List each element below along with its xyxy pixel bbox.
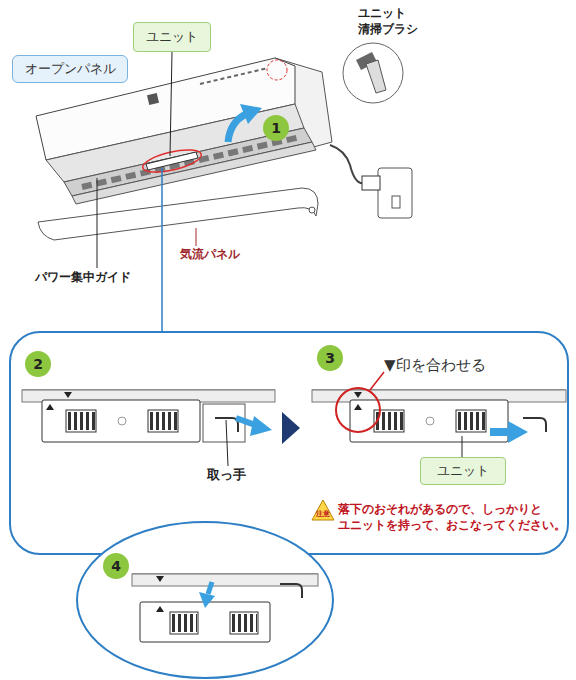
drop-arrow [208,582,212,594]
callout-number: 4 [103,553,129,579]
unit-highlight [141,145,204,176]
leader-line [97,178,98,268]
caution-icon [312,500,334,520]
unit-mark [46,404,54,410]
vent-group [230,612,258,634]
node-text: オープンパネル [25,60,116,78]
frame-mark [64,392,72,398]
step-arrow [282,412,300,444]
callout-number: 2 [25,351,51,377]
pull-arrow-head [508,421,528,443]
power-cord [330,145,364,183]
unit-mark [156,606,164,612]
open-arrow-head [240,104,262,124]
frame-mark [354,392,362,398]
vent-bars [150,412,177,430]
drop-arrow-head [199,592,215,608]
unit-body [42,400,200,442]
part-name-box: ユニット [133,22,211,52]
part-name: ユニット 清掃ブラシ [358,6,424,37]
part-name: 気流パネル [180,247,240,263]
caution-note: 落下のおそれがあるので、しっかりと ユニットを持って、おこなってください。 [338,502,570,533]
vent-group [66,410,96,432]
zoom-line [161,168,163,333]
open-arrow [228,114,246,142]
panel-knob [309,207,315,213]
caution-word: 注意 [313,510,333,518]
unit-logo [426,417,434,425]
handle [523,418,546,432]
unit-logo [118,417,126,425]
part-name: パワー集中ガイド [35,270,131,286]
vent-bars [232,614,257,632]
outlet-switch [392,196,400,208]
brush-spot [267,60,287,80]
pull-arrow-head [250,416,272,436]
plug [362,176,380,190]
node-text: ユニット [437,462,489,480]
callout-number: 3 [317,345,343,371]
vent-group [456,410,486,432]
vent-bars [172,614,197,632]
brush-handle [366,60,386,93]
unit-body [350,400,508,442]
airflow-panel-shape [38,188,318,240]
handle-plate [203,404,245,442]
vent-bars [68,412,95,430]
unit-shape [146,152,198,170]
step4-figure [132,574,318,642]
brush-zoom [343,43,403,103]
vents [82,137,300,187]
leader-line [226,420,228,466]
frame-mark [156,576,164,582]
step3-figure [312,372,566,457]
part-name-box: オープンパネル [12,55,128,83]
mark-highlight [336,388,380,432]
vent-bars [458,412,485,430]
callout-number: 1 [263,115,289,141]
part-name: 取っ手 [207,467,246,484]
vent-group [170,612,198,634]
leader-line [462,436,463,457]
step2-figure [22,390,275,466]
detail-ellipse [77,522,333,678]
leader-line [370,372,384,390]
outlet [378,168,412,218]
leader-line [196,228,197,246]
node-text: ユニット [146,28,198,46]
buttons [200,68,268,84]
leader-line [170,52,172,156]
logo [147,93,159,105]
handle [280,584,302,598]
vent-group [374,410,404,432]
vent-group [148,410,178,432]
instruction: ▼印を合わせる [384,356,486,376]
unit-mark [354,404,362,410]
part-name-box: ユニット [420,457,506,485]
